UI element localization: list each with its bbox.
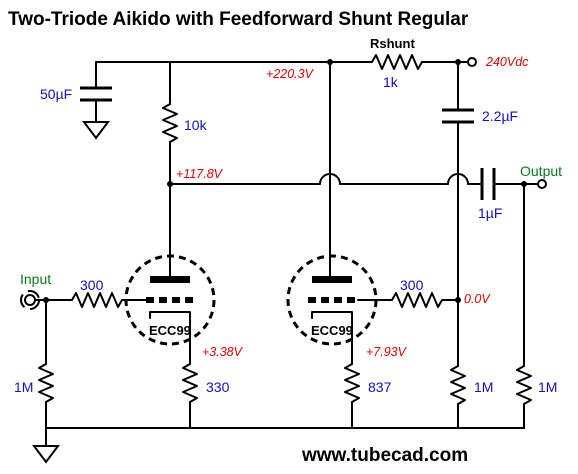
r-cathode-right-label: 837 [368,379,392,395]
r-cathode-left-label: 330 [206,379,230,395]
cap-output-value: 1µF [478,205,502,221]
r-grid-right-label: 300 [400,277,424,293]
r-input-label: 1M [14,379,33,395]
right-plate-wire [327,59,333,259]
r-output-label: 1M [538,379,557,395]
resistor-input [38,299,54,429]
output-label: Output [520,163,562,179]
r-bias-label: 1M [474,379,493,395]
cap-feedforward [442,59,474,367]
cap-supply-label: 50µF [40,86,72,102]
node-voltage-plate-top: +117.8V [176,167,224,181]
rshunt-value: 1k [383,74,399,90]
website-label: www.tubecad.com [301,445,468,466]
resistor-10k [162,61,178,259]
resistor-bias [450,365,466,429]
cathode-right-voltage: +7.93V [366,345,408,359]
resistor-output [516,183,532,429]
r-top-plate-label: 10k [184,117,208,133]
cap-50uf [80,61,112,140]
cap-feedforward-label: 2.2µF [482,108,518,124]
tube-left-label: ECC99 [149,323,191,338]
resistor-cathode-right [344,343,360,429]
grid-right-voltage: 0.0V [464,292,491,306]
ground-rail [32,427,525,464]
ground-icon [32,445,60,464]
node-voltage-supply-internal: +220.3V [266,67,315,81]
supply-rail [95,57,477,67]
ground-icon [82,121,110,140]
tube-right-label: ECC99 [311,323,353,338]
resistor-grid-right [357,292,461,308]
input-label: Input [20,271,51,287]
rshunt-label: Rshunt [370,36,415,51]
supply-voltage: 240Vdc [485,55,529,69]
input-connector [20,290,73,310]
diagram-title: Two-Triode Aikido with Feedforward Shunt… [8,9,469,30]
resistor-grid-left [71,292,147,308]
r-grid-left-label: 300 [80,277,104,293]
resistor-rshunt [363,54,431,70]
cathode-left-voltage: +3.38V [202,345,244,359]
resistor-cathode-left [182,343,198,429]
